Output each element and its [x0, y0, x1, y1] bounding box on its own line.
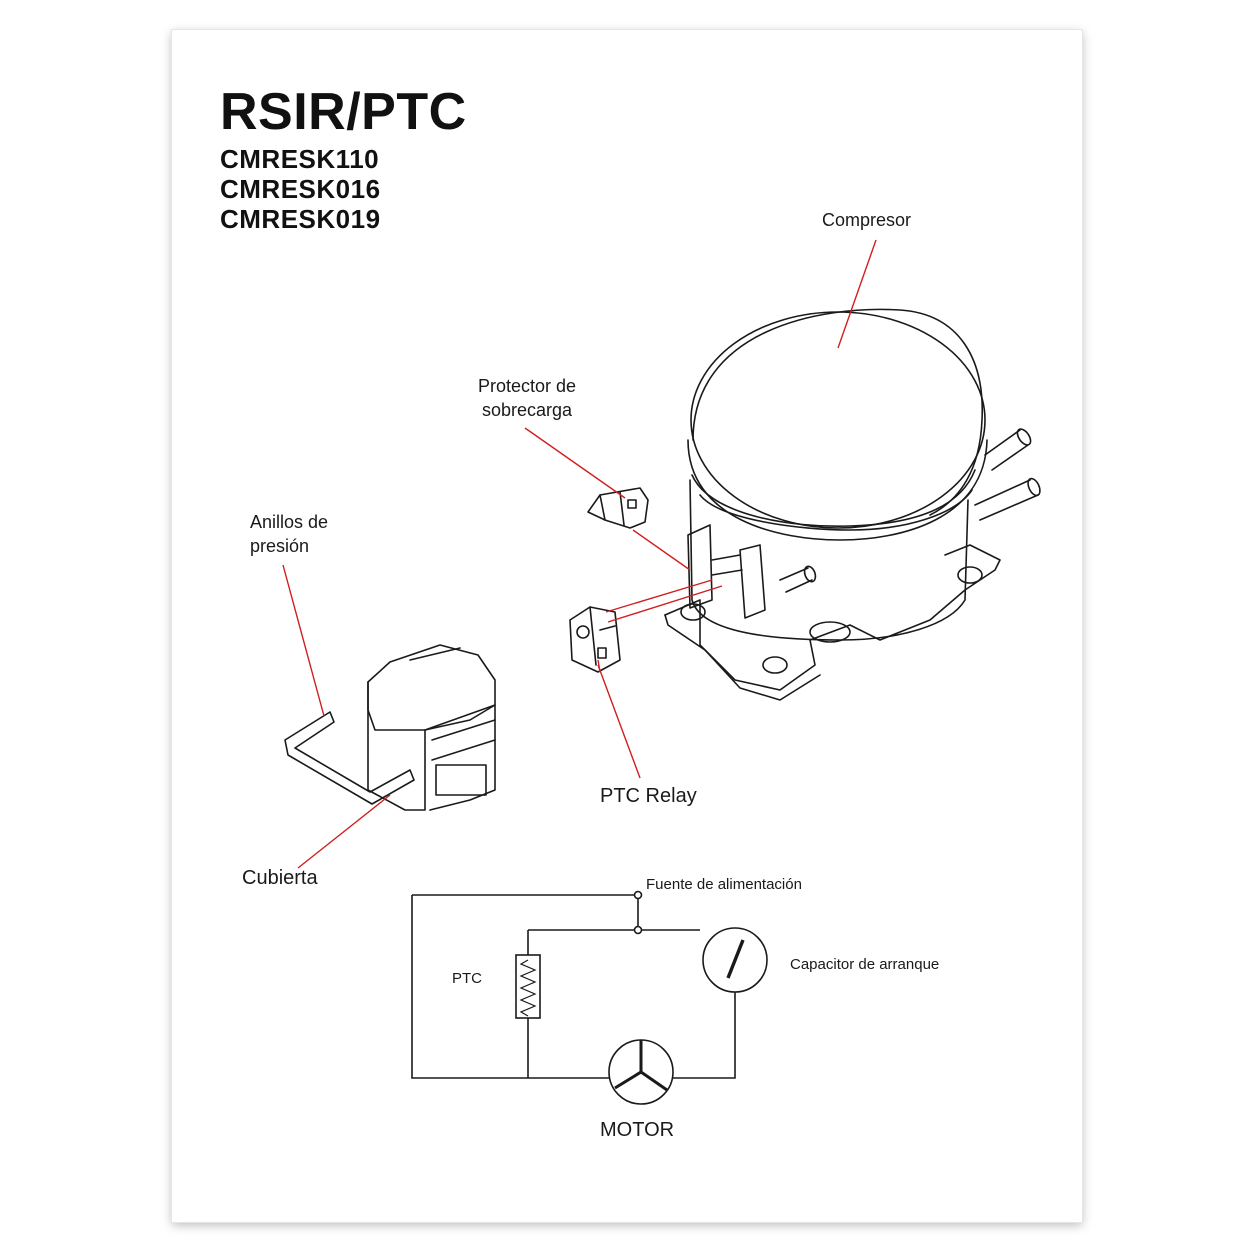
leader-anillos [282, 564, 325, 717]
label-fuente: Fuente de alimentación [646, 876, 802, 893]
label-cubierta: Cubierta [242, 867, 318, 889]
ptc-resistor-symbol [515, 954, 541, 1019]
wire-4 [597, 659, 601, 673]
ptc-relay-illustration [569, 606, 621, 673]
leader-cubierta [297, 794, 391, 869]
wire-2 [607, 585, 723, 623]
ptc-zigzag [519, 959, 537, 1017]
label-capacitor: Capacitor de arranque [790, 956, 940, 973]
model-code: CMRESK019 [220, 204, 381, 234]
leader-protector [524, 427, 626, 499]
overload-protector-illustration [587, 487, 649, 529]
label-motor: MOTOR [600, 1119, 675, 1141]
circuit-schematic [411, 890, 768, 1105]
model-code: CMRESK110 [220, 144, 380, 174]
cover-illustration [367, 644, 496, 811]
junction-top [633, 890, 643, 900]
compressor-illustration [664, 308, 1041, 701]
label-protector: Protector de sobrecarga [477, 376, 577, 420]
page-title: RSIR/PTC [220, 83, 467, 141]
wire-1 [605, 579, 713, 613]
label-compresor: Compresor [822, 210, 912, 230]
junction-mid [633, 925, 643, 935]
label-ptc: PTC [452, 970, 482, 987]
leader-ptc-relay [597, 664, 641, 779]
model-list: CMRESK110 CMRESK016 CMRESK019 [220, 144, 381, 234]
label-anillos: Anillos de presión [250, 512, 329, 556]
pressure-ring-illustration [284, 711, 415, 805]
leader-compresor [837, 239, 877, 349]
wire-3 [632, 529, 691, 571]
model-code: CMRESK016 [220, 174, 381, 204]
label-ptc-relay: PTC Relay [600, 785, 697, 807]
